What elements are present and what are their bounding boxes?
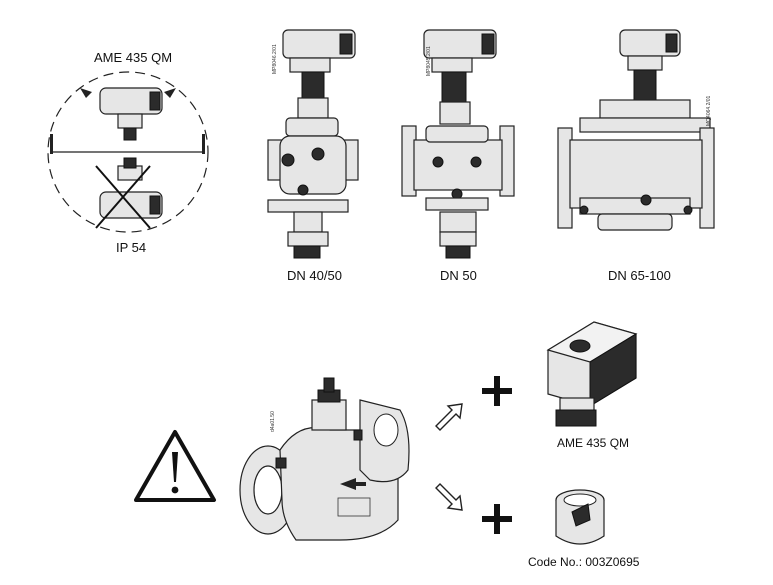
- actuator-drawing: [546, 321, 638, 427]
- right-limit-bar: [202, 134, 205, 154]
- valve-dn50-drawing: [401, 29, 515, 259]
- valve-dn65-100-drawing: [557, 29, 715, 231]
- adapter-insert-drawing: [555, 489, 605, 545]
- actuator-model-label: AME 435 QM: [557, 436, 630, 450]
- valve-dn40-50-drawing: [267, 29, 359, 259]
- warning-triangle-icon: [134, 430, 216, 502]
- drawing-ref-code: MP8045.2/01: [426, 46, 432, 76]
- valve-size-label: DN 40/50: [287, 268, 342, 283]
- insert-code-label: Code No.: 003Z0695: [528, 555, 640, 569]
- arrow-down-right-icon: [435, 483, 463, 511]
- valve-size-label: DN 50: [440, 268, 477, 283]
- drawing-ref-code: d4a01.50: [270, 411, 276, 432]
- rotation-circle: [47, 71, 209, 233]
- prohibited-cross-icon: [95, 165, 151, 229]
- drawing-ref-code: MQ4064.2/01: [706, 95, 712, 126]
- drawing-ref-code: MP8046.2/01: [272, 44, 278, 74]
- lower-valve-body-drawing: [239, 377, 410, 541]
- orientation-actuator-label: AME 435 QM: [94, 50, 173, 65]
- plus-icon: [482, 376, 512, 406]
- rotation-arrow-right-icon: [164, 88, 176, 98]
- plus-icon: [482, 504, 512, 534]
- arrow-up-right-icon: [435, 403, 463, 431]
- valve-size-label: DN 65-100: [608, 268, 671, 283]
- rotation-arrow-left-icon: [80, 88, 92, 98]
- upright-actuator-icon: [99, 87, 163, 141]
- left-limit-bar: [50, 134, 53, 154]
- orientation-diagram: [47, 71, 209, 233]
- protection-rating-label: IP 54: [116, 240, 147, 255]
